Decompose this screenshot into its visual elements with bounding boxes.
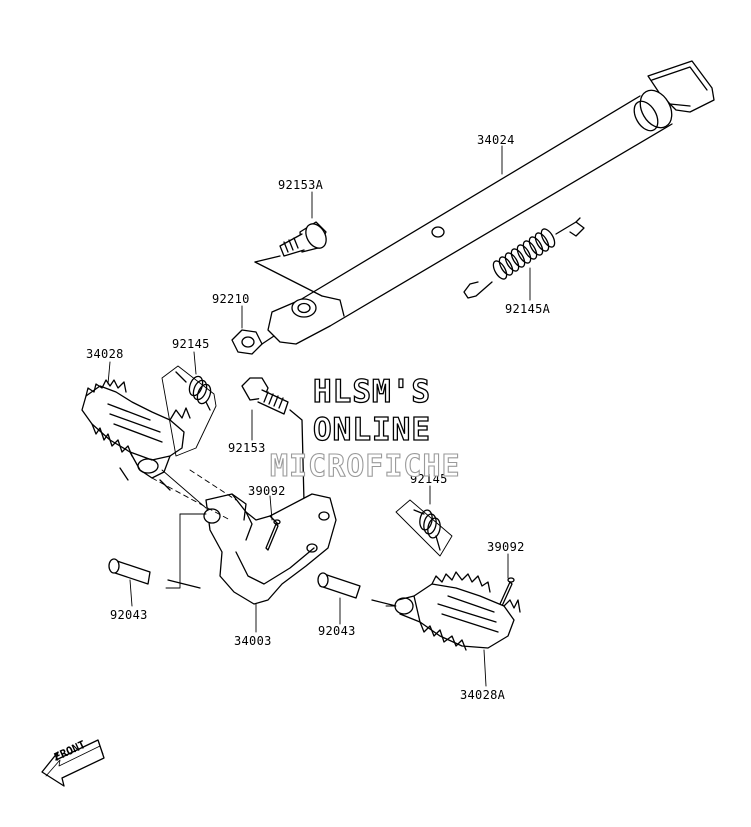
assembly-lines [151, 469, 397, 607]
side-stand-34024 [267, 60, 715, 345]
pin-92043-right [317, 572, 397, 607]
footpeg-34028A [394, 571, 521, 651]
nut-92210 [231, 329, 275, 355]
part-label-39092-right: 39092 [487, 540, 525, 554]
bracket-34003 [203, 493, 337, 605]
footpeg-34028 [81, 379, 191, 491]
cotter-pin-39092-left [265, 519, 281, 551]
torsion-spring-92145-right [395, 499, 453, 557]
stand-spring-92145A [463, 217, 585, 299]
watermark-line-2: ONLINE [312, 411, 431, 448]
part-label-92145A: 92145A [505, 302, 551, 316]
watermark-line-1: HLSM'S [312, 373, 431, 410]
pin-92043-left [108, 558, 201, 589]
part-label-92210: 92210 [212, 292, 250, 306]
part-label-34003: 34003 [234, 634, 272, 648]
pivot-bolt-92153A [254, 221, 327, 297]
part-label-92145-right: 92145 [410, 472, 448, 486]
watermark-line-3: MICROFICHE [269, 448, 461, 484]
part-label-34024: 34024 [477, 133, 515, 147]
part-label-92153A: 92153A [278, 178, 324, 192]
part-label-34028A: 34028A [460, 688, 506, 702]
part-label-92043-right: 92043 [318, 624, 356, 638]
part-label-92153: 92153 [228, 441, 266, 455]
part-label-39092-left: 39092 [248, 484, 286, 498]
torsion-spring-92145-left [161, 365, 217, 457]
label-leaders [107, 145, 531, 687]
part-label-92145-left: 92145 [172, 337, 210, 351]
bolt-92153 [241, 377, 317, 503]
front-arrow-icon [41, 739, 105, 787]
part-label-34028: 34028 [86, 347, 124, 361]
cotter-pin-39092-right [499, 577, 515, 607]
part-label-92043-left: 92043 [110, 608, 148, 622]
